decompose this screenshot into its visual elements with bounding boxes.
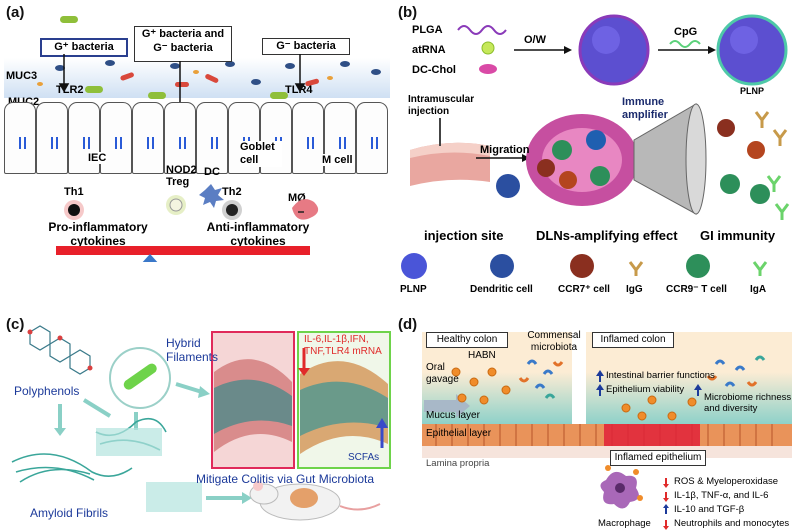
panel-b: (b) PLGA atRNA DC-Chol (396, 0, 795, 312)
amyloid-label: Amyloid Fibrils (30, 506, 109, 520)
gboth-box: G⁺ bacteria and G⁻ bacteria (134, 26, 232, 62)
th2-label: Th2 (222, 186, 242, 198)
gi-label: GI immunity (700, 228, 776, 243)
dcchol-label: DC-Chol (412, 64, 456, 76)
treg-label: Treg (166, 176, 190, 188)
inflamed-box: Inflamed colon (592, 332, 674, 348)
panel-d: (d) (396, 312, 795, 532)
cpg-label: CpG (674, 26, 698, 38)
polyphenols-label: Polyphenols (14, 384, 80, 398)
panel-a-label: (a) (6, 4, 25, 21)
effect-2: IL-1β, TNF-α, and IL-6 (674, 490, 769, 501)
legend-ccr7: CCR7⁺ cell (558, 284, 610, 295)
balance-bar (56, 246, 310, 255)
barrier-label: Intestinal barrier functions (606, 370, 715, 381)
muc3-label: MUC3 (6, 70, 38, 82)
panel-c: (c) (0, 312, 392, 532)
dlns-label: DLNs-amplifying effect (536, 228, 678, 243)
migration-label: Migration (480, 144, 530, 156)
plnp-top-label: PLNP (740, 86, 765, 96)
anti-inflammatory-label: Anti-inflammatory cytokines (206, 220, 310, 248)
mucus-layer (4, 58, 390, 98)
mcell-label: M cell (322, 154, 353, 166)
bacteria-cluster (37, 16, 381, 99)
th1-label: Th1 (64, 186, 84, 198)
mucus-label: Mucus layer (426, 410, 480, 421)
viability-label: Epithelium viability (606, 384, 685, 395)
panel-c-graphics (11, 325, 391, 521)
commensal-label: Commensal microbiota (527, 330, 581, 353)
healthy-box: Healthy colon (426, 332, 508, 348)
atrna-label: atRNA (412, 44, 446, 56)
inflamed-epi-box: Inflamed epithelium (610, 450, 706, 466)
panel-c-label: (c) (6, 316, 25, 333)
microbiome-label: Microbiome richness and diversity (704, 392, 792, 414)
oral-label: Oral gavage (426, 362, 459, 385)
dc-label: DC (204, 166, 220, 178)
gneg-box: G⁻ bacteria (262, 38, 350, 55)
legend-dendritic: Dendritic cell (470, 284, 533, 295)
legend-ccr9: CCR9⁻ T cell (666, 284, 727, 295)
lamina-label: Lamina propria (426, 458, 490, 469)
effect-4: Neutrophils and monocytes (674, 518, 790, 529)
injection-label: Intramuscular injection (408, 94, 475, 117)
mitigate-label: Mitigate Colitis via Gut Microbiota (196, 472, 375, 486)
panel-b-graphics (401, 14, 790, 279)
effect-1: ROS & Myeloperoxidase (674, 476, 779, 487)
ow-label: O/W (524, 34, 546, 46)
hybrid-label: Hybrid Filaments (166, 336, 219, 364)
effect-3: IL-10 and TGF-β (674, 504, 745, 515)
plga-label: PLGA (412, 24, 443, 36)
panel-d-label: (d) (398, 316, 418, 333)
legend-plnp: PLNP (400, 284, 427, 295)
legend-iga: IgA (750, 284, 767, 295)
epithelial-cells (4, 102, 390, 174)
goblet-label: Goblet cell (240, 141, 282, 167)
legend-igg: IgG (626, 284, 643, 295)
immune-cells (64, 184, 319, 220)
panel-b-label: (b) (398, 4, 418, 21)
epithelial-label: Epithelial layer (426, 428, 492, 439)
panel-a: (a) G⁺ bacteria G⁺ bacteria and G⁻ bacte… (0, 0, 392, 262)
amplifier-label: Immune amplifier (622, 96, 668, 121)
scfas-label: SCFAs (348, 452, 380, 463)
panel-d-graphics (422, 332, 792, 530)
nod2-label: NOD2 (166, 164, 197, 176)
site-label: injection site (424, 228, 504, 243)
markers-label: IL-6,IL-1β,IFN, TNF,TLR4 mRNA (304, 334, 382, 357)
habn-label: HABN (468, 350, 496, 361)
macrophage-label: Macrophage (598, 518, 651, 529)
iec-label: IEC (88, 152, 107, 164)
gpos-box: G⁺ bacteria (40, 38, 128, 57)
pro-inflammatory-label: Pro-inflammatory cytokines (48, 220, 148, 248)
balance-fulcrum (142, 254, 158, 262)
